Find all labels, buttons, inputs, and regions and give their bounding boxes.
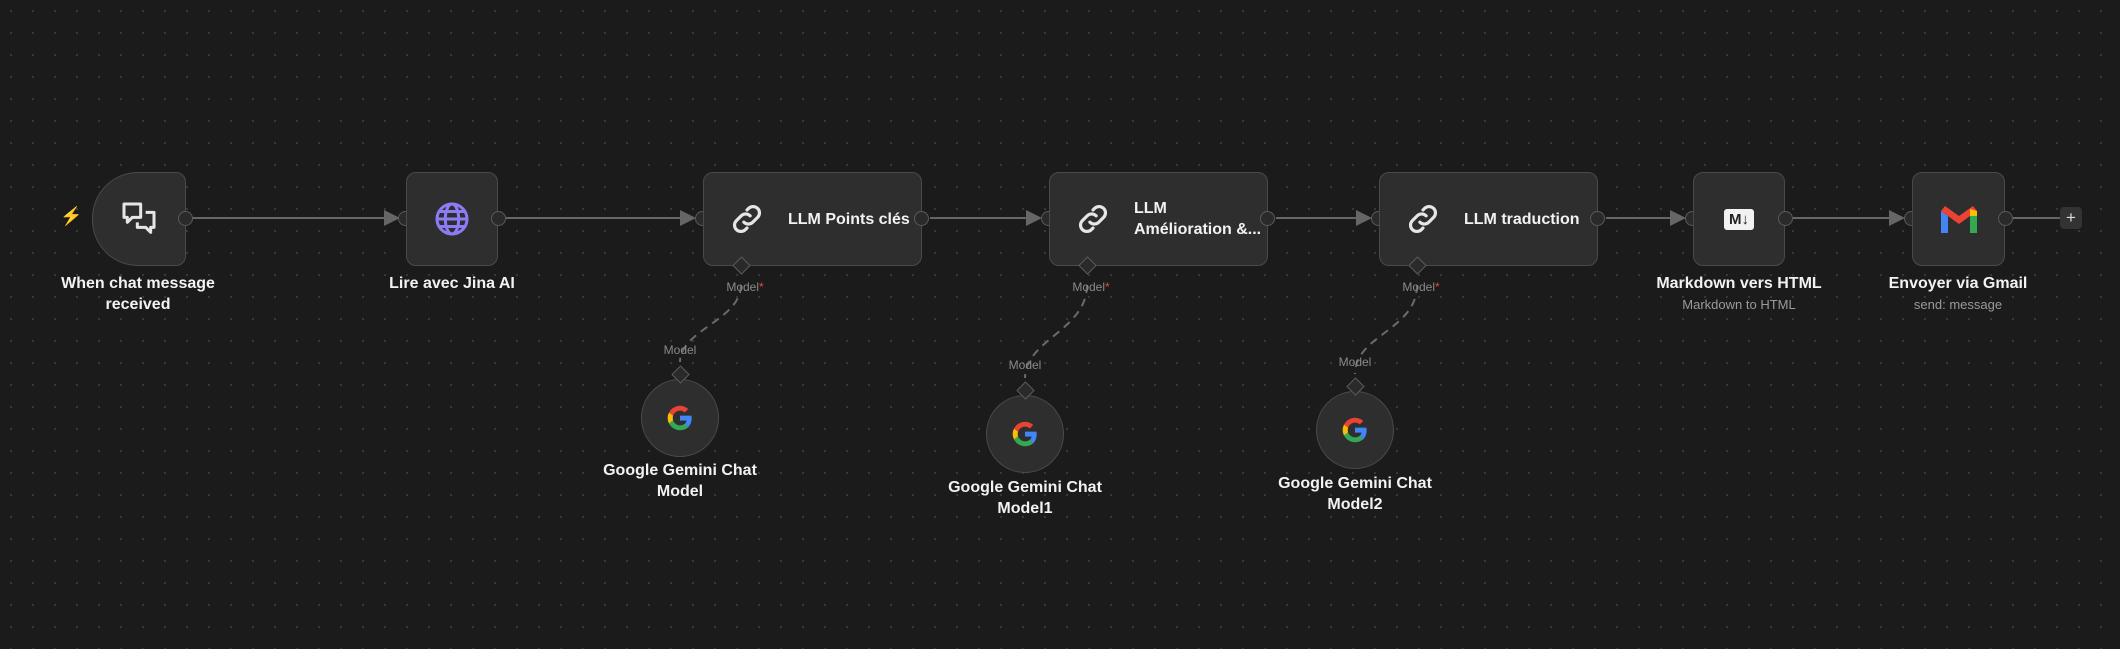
output-handle[interactable]: [1260, 211, 1275, 226]
output-handle[interactable]: [914, 211, 929, 226]
node-gemini-model[interactable]: [641, 379, 719, 457]
node-title: LLM Points clés: [788, 210, 910, 228]
output-handle[interactable]: [1998, 211, 2013, 226]
port-label: Model: [1338, 355, 1372, 369]
google-icon: [1012, 421, 1037, 447]
port-label: Model: [663, 343, 697, 357]
node-gemini-model1[interactable]: [986, 395, 1064, 473]
node-llm-points-cles[interactable]: LLM Points clés: [703, 172, 922, 266]
output-handle[interactable]: [1590, 211, 1605, 226]
gmail-icon: [1940, 206, 1977, 233]
chat-icon: [122, 202, 156, 234]
add-node-button[interactable]: +: [2060, 207, 2082, 229]
port-label: Model*: [726, 280, 764, 294]
edge-gemini2-llm3: [1354, 284, 1418, 375]
google-icon: [1342, 417, 1367, 443]
node-label: Markdown vers HTML: [1656, 275, 1822, 292]
node-label: Envoyer via Gmail: [1888, 275, 2028, 292]
output-handle[interactable]: [1778, 211, 1793, 226]
node-label: Lire avec Jina AI: [389, 275, 515, 292]
markdown-icon: M↓: [1724, 208, 1754, 230]
port-label: Model*: [1402, 280, 1440, 294]
node-gemini-model2[interactable]: [1316, 391, 1394, 469]
port-label: Model*: [1072, 280, 1110, 294]
node-markdown[interactable]: M↓: [1693, 172, 1785, 266]
node-chat-trigger[interactable]: [92, 172, 186, 266]
node-llm-traduction[interactable]: LLM traduction: [1379, 172, 1598, 266]
edge-gemini0-llm1: [679, 284, 742, 363]
output-handle[interactable]: [178, 211, 193, 226]
trigger-bolt-icon: ⚡: [60, 206, 83, 226]
edge-gemini1-llm2: [1024, 284, 1088, 379]
link-icon: [1079, 205, 1107, 233]
node-jina[interactable]: [406, 172, 498, 266]
output-handle[interactable]: [491, 211, 506, 226]
globe-icon: [435, 202, 469, 236]
node-subtitle: send: message: [1913, 297, 2003, 312]
link-icon: [1409, 205, 1437, 233]
google-icon: [667, 405, 692, 431]
node-subtitle: Markdown to HTML: [1682, 297, 1796, 312]
node-title: LLM traduction: [1464, 210, 1580, 228]
port-label: Model: [1008, 358, 1042, 372]
link-icon: [733, 205, 761, 233]
node-gmail[interactable]: [1912, 172, 2005, 266]
